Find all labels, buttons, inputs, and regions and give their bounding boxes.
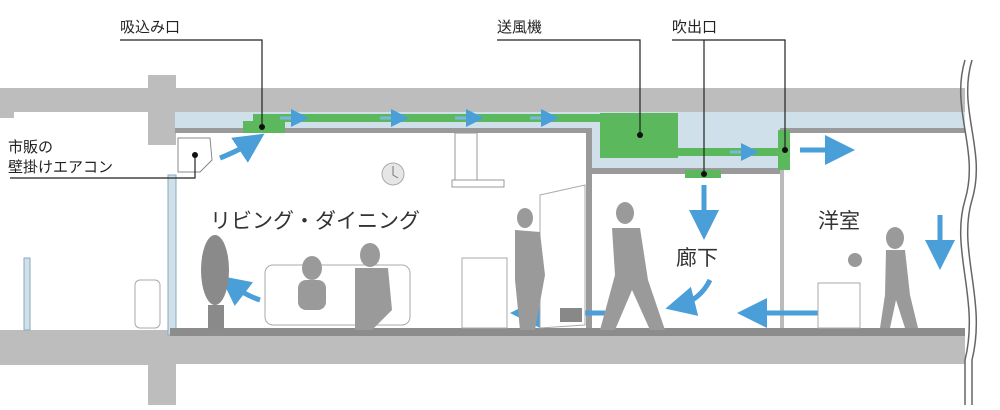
clock-icon [381,162,405,186]
corridor-label: 廊下 [676,246,718,270]
floor-vent [560,308,582,322]
range-hood [451,132,505,188]
break-line-2 [966,59,978,405]
intake-label: 吸込み口 [120,18,180,36]
aircon-label-line2: 壁掛けエアコン [8,158,113,176]
intake-duct [253,114,603,122]
airflow-arrows [219,133,955,328]
left-structure [0,75,177,405]
dresser [817,253,862,329]
western-room-label: 洋室 [818,209,860,233]
kitchen-counter [461,257,508,329]
air-purifier [134,279,161,329]
people [298,202,918,330]
aircon-label-line1: 市販の [8,138,53,156]
living-dining-label: リビング・ダイニング [210,209,420,233]
plant [201,235,229,329]
blower-label: 送風機 [497,18,542,36]
open-door [539,184,586,329]
outlet-label: 吹出口 [672,18,717,36]
floor-slab [170,328,965,364]
break-line [959,59,971,405]
leader-lines [10,39,786,179]
